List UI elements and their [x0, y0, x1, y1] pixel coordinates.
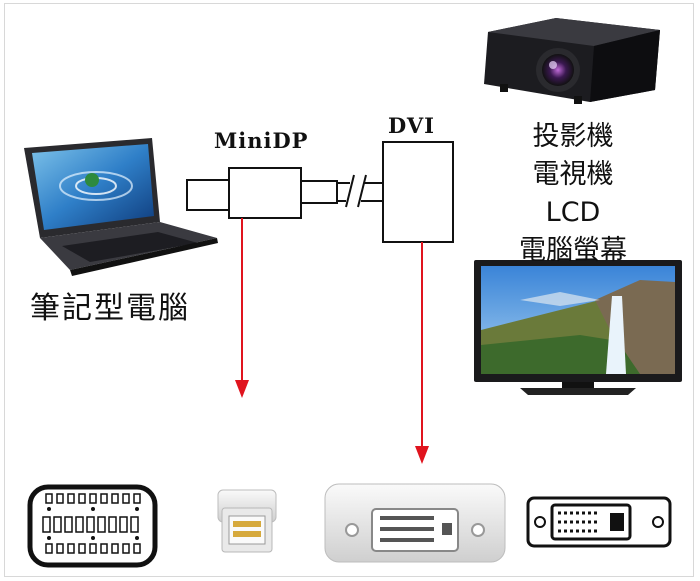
laptop-label: 筆記型電腦 [30, 291, 190, 326]
device-label-projector: 投影機 [532, 121, 614, 152]
dvi-connector-drawing [382, 141, 454, 243]
minidp-plug-image [217, 489, 277, 553]
device-label-lcd: LCD [545, 197, 601, 228]
display-devices-label: 投影機 電視機 LCD 電腦螢幕 [508, 118, 638, 270]
dvi-adapter-image [324, 483, 506, 563]
projector-icon [484, 18, 660, 104]
minidp-label: MiniDP [214, 128, 309, 153]
arrow-dvi [415, 242, 429, 464]
laptop-icon [24, 138, 218, 276]
dvi-pinout-diagram [526, 496, 672, 548]
cable-break [337, 174, 383, 208]
minidp-pinout-diagram [27, 484, 158, 568]
device-label-tv: 電視機 [532, 159, 614, 190]
device-label-monitor: 電腦螢幕 [519, 235, 627, 266]
minidp-connector-drawing [186, 167, 338, 219]
diagram-frame [4, 3, 694, 577]
dvi-label: DVI [388, 113, 435, 138]
tv-monitor-icon [474, 260, 682, 395]
arrow-minidp [235, 218, 249, 398]
